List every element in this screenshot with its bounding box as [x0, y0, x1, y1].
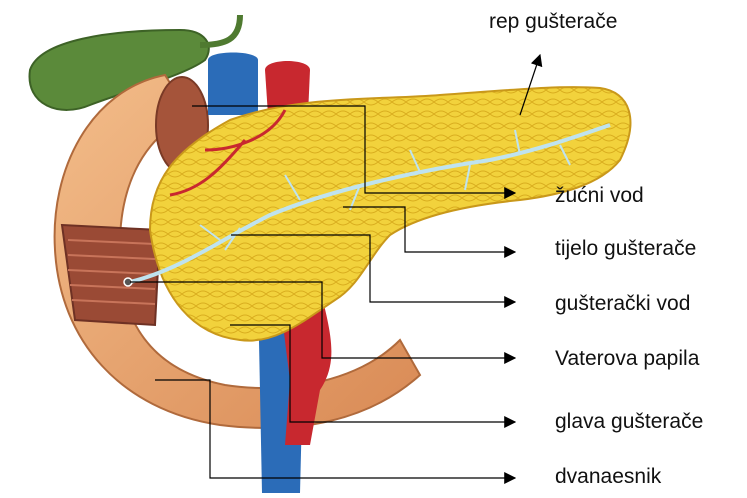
label-head-of-pancreas: glava gušterače: [555, 410, 703, 434]
label-pancreatic-duct: gušterački vod: [555, 292, 690, 316]
label-vater-papilla: Vaterova papila: [555, 347, 699, 371]
label-duodenum: dvanaesnik: [555, 465, 661, 489]
label-tail-of-pancreas: rep gušterače: [489, 10, 617, 34]
label-body-of-pancreas: tijelo gušterače: [555, 237, 696, 261]
label-bile-duct: žućni vod: [555, 184, 644, 208]
